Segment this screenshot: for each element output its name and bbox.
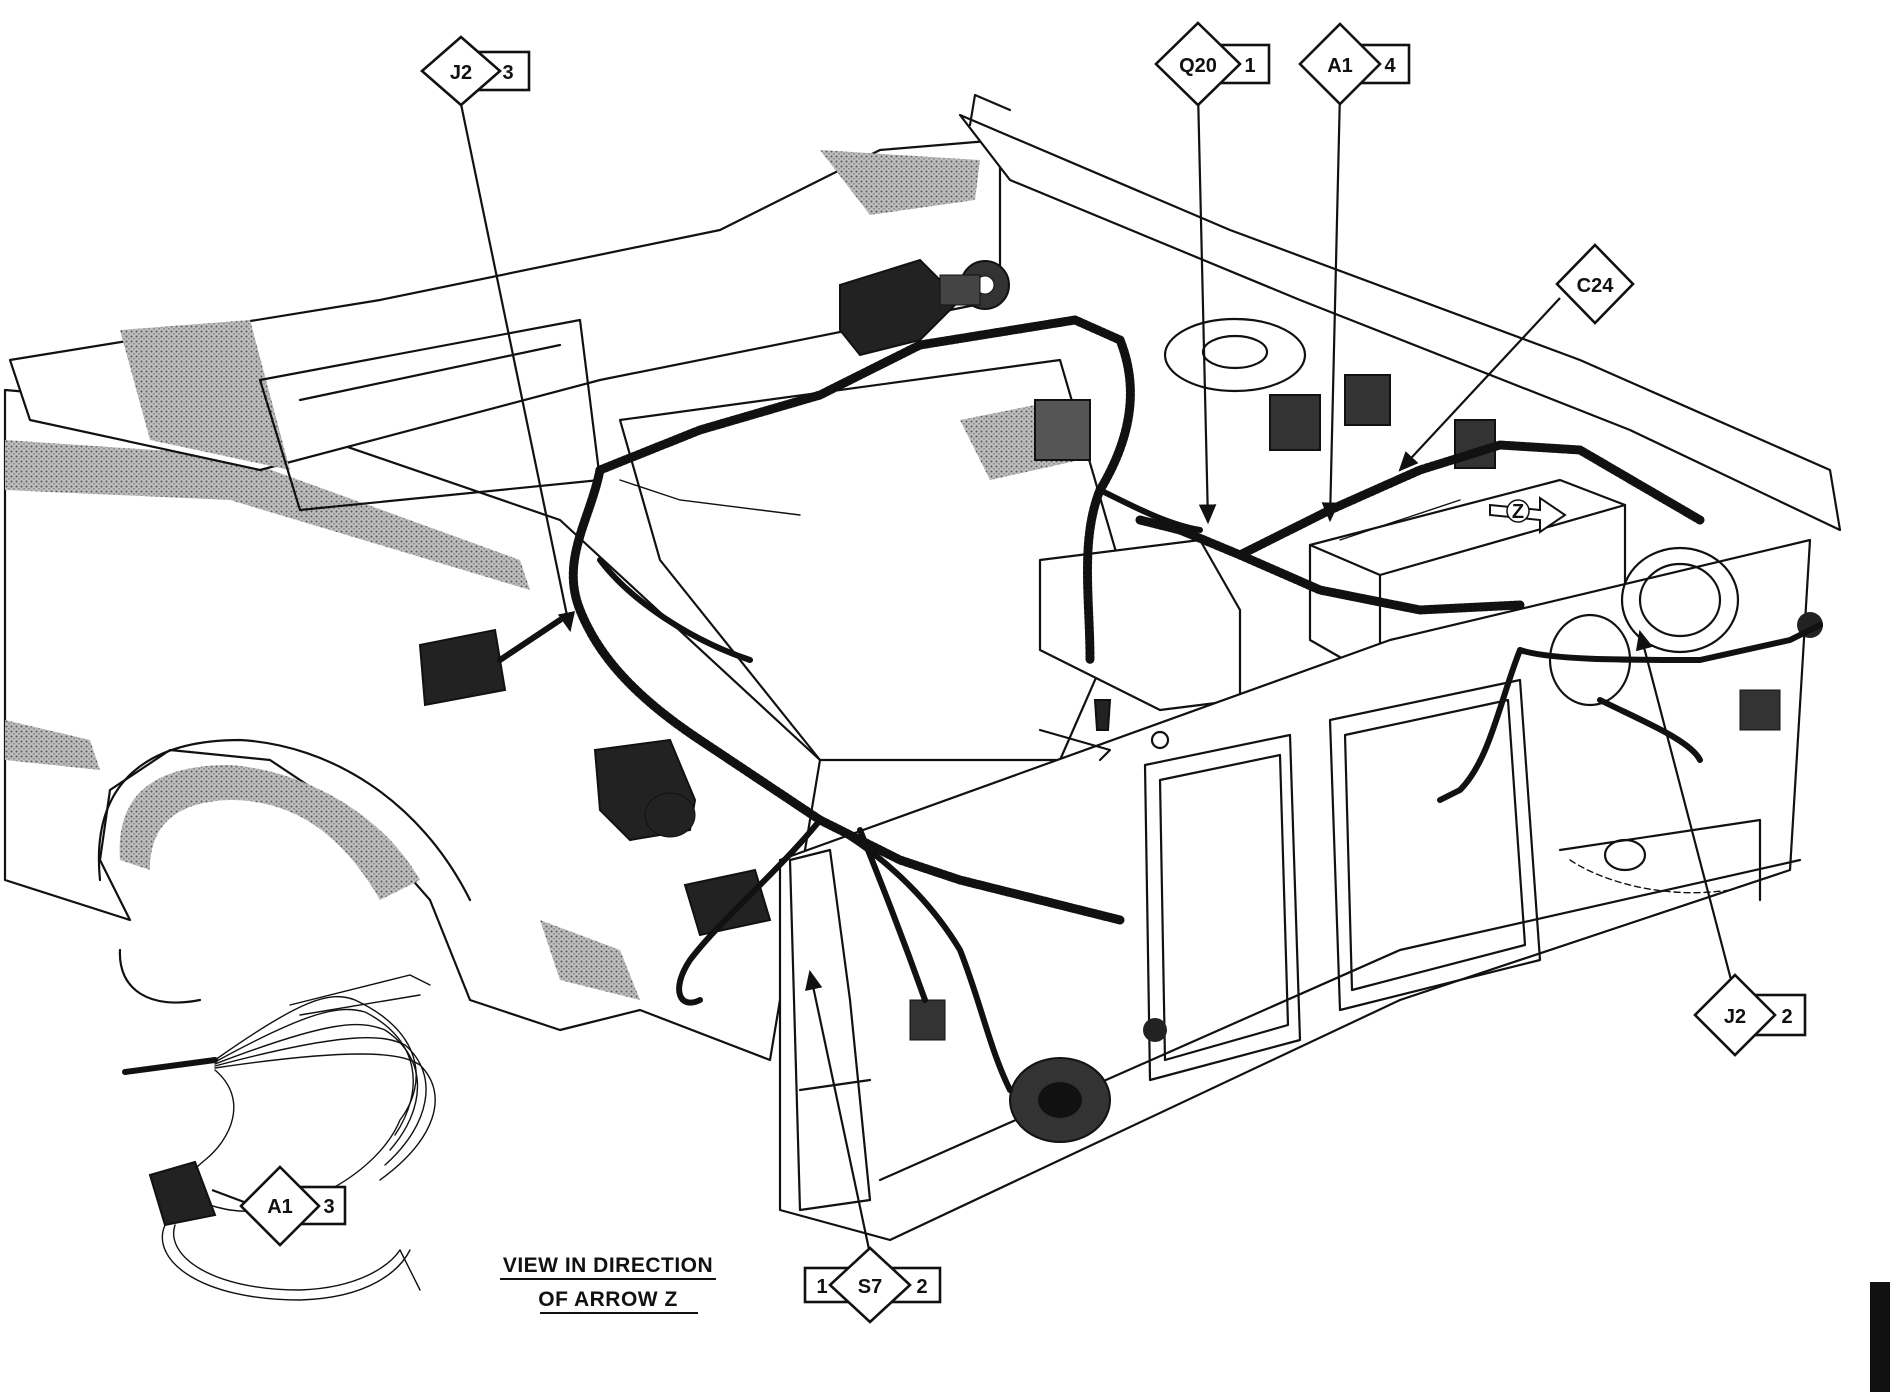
callout-s7-pin-right: 2 [916,1276,927,1298]
caption-line-2: OF ARROW Z [538,1288,678,1311]
callout-a1-3-pin: 3 [323,1196,334,1218]
callout-c24-code: C24 [1577,275,1615,297]
callout-q20-1-pin: 1 [1244,55,1255,77]
wiring-harness [122,315,1823,1301]
callout-c24: C24 [1555,243,1635,325]
callout-a1-3-code: A1 [267,1196,293,1218]
view-caption: VIEW IN DIRECTION OF ARROW Z [500,1254,716,1314]
svg-text:Z: Z [1512,501,1524,523]
callout-a1-3: A1 3 [239,1165,347,1247]
callout-j2-2-pin: 2 [1781,1006,1792,1028]
callout-a1-4: A1 4 [1298,22,1411,106]
car-body [3,93,1842,1242]
callout-s7-pin-left: 1 [816,1276,827,1298]
callout-j2-2: J2 2 [1693,973,1807,1057]
caption-line-1: VIEW IN DIRECTION [503,1254,713,1277]
callout-s7-code: S7 [858,1276,882,1298]
callout-q20-1-code: Q20 [1179,55,1217,77]
callout-j2-3-pin: 3 [502,62,513,84]
page-edge-bar [1870,1282,1890,1392]
components [418,258,1823,1143]
callout-a1-4-code: A1 [1327,55,1353,77]
callout-q20-1: Q20 1 [1154,21,1271,107]
callout-j2-2-code: J2 [1724,1006,1746,1028]
arrow-z-marker: Z [1489,496,1567,534]
callout-j2-3-code: J2 [450,62,472,84]
leader-lines [211,91,1737,1255]
callout-j2-3: J2 3 [420,35,531,107]
callout-s7: 1 S7 2 [803,1246,942,1324]
callout-a1-4-pin: 4 [1384,55,1396,77]
